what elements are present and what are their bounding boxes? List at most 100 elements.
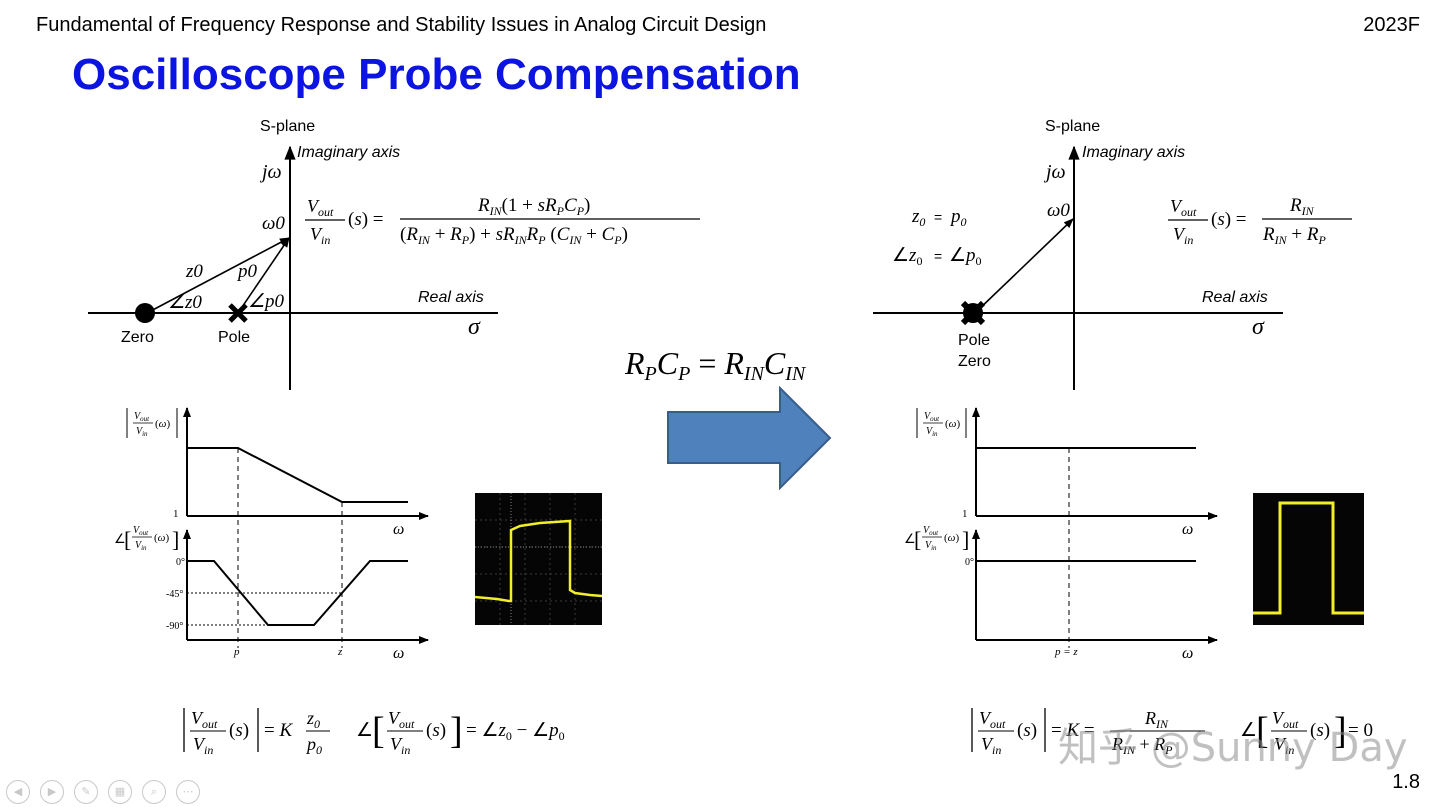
svg-text:Vin: Vin bbox=[310, 224, 330, 247]
left-jw-label: jω bbox=[259, 161, 282, 183]
svg-text:Vout: Vout bbox=[191, 708, 218, 731]
svg-text:Vin: Vin bbox=[193, 734, 213, 757]
svg-text:[: [ bbox=[1256, 710, 1269, 752]
svg-text:Vout: Vout bbox=[923, 525, 939, 537]
left-imag-axis-label: Imaginary axis bbox=[297, 144, 400, 161]
svg-text:= ∠z0 − ∠p0: = ∠z0 − ∠p0 bbox=[466, 720, 565, 743]
svg-text:RPCP = RINCIN: RPCP = RINCIN bbox=[624, 345, 807, 385]
svg-text:=: = bbox=[934, 209, 942, 225]
more-icon[interactable]: ⋯ bbox=[176, 780, 200, 804]
pole-zero-marker bbox=[960, 300, 986, 326]
svg-text:∠: ∠ bbox=[904, 531, 916, 546]
svg-text:Vout: Vout bbox=[134, 411, 150, 423]
svg-text:= K =: = K = bbox=[1051, 720, 1095, 741]
svg-text:Vin: Vin bbox=[981, 734, 1001, 757]
right-sigma-label: σ bbox=[1252, 314, 1265, 340]
zero-label: Zero bbox=[121, 329, 154, 346]
left-phase-tick-45: -45° bbox=[166, 589, 183, 600]
svg-text:∠: ∠ bbox=[1240, 720, 1257, 741]
svg-text:∠: ∠ bbox=[114, 531, 126, 546]
svg-text:(s) =: (s) = bbox=[1211, 209, 1247, 230]
left-s-plane: S-plane Imaginary axis jω Real axis σ ω0… bbox=[88, 118, 498, 390]
compensation-condition: RPCP = RINCIN bbox=[624, 345, 807, 385]
right-mag-omega: ω bbox=[1182, 521, 1193, 538]
right-eq-z0-p0: z0 = p0 bbox=[911, 206, 967, 229]
svg-text:p0: p0 bbox=[949, 206, 967, 229]
svg-text:z0: z0 bbox=[911, 206, 925, 229]
svg-text:Vout: Vout bbox=[979, 708, 1006, 731]
svg-text:(ω): (ω) bbox=[945, 418, 960, 430]
watermark: 知乎 @Sunny Day bbox=[1058, 725, 1408, 771]
slides-icon[interactable]: ▦ bbox=[108, 780, 132, 804]
angle-p0-label: ∠p0 bbox=[248, 291, 285, 312]
left-z0-vector bbox=[146, 237, 290, 314]
svg-text:RIN(1 + sRPCP): RIN(1 + sRPCP) bbox=[477, 195, 590, 218]
zoom-icon[interactable]: ⌕ bbox=[142, 780, 166, 804]
svg-text:Vout: Vout bbox=[924, 411, 940, 423]
right-splane-label: S-plane bbox=[1045, 118, 1100, 135]
svg-text:z0: z0 bbox=[306, 708, 320, 731]
svg-text:= 0: = 0 bbox=[1348, 720, 1373, 741]
svg-text:(s) =: (s) = bbox=[348, 209, 384, 230]
right-mag-axis-label: Vout Vin (ω) bbox=[916, 408, 967, 438]
left-phase-omega: ω bbox=[393, 645, 404, 662]
right-s-plane: S-plane Imaginary axis jω Real axis σ ω0… bbox=[873, 118, 1283, 390]
pole-label: Pole bbox=[218, 329, 250, 346]
svg-text:[: [ bbox=[372, 710, 385, 752]
left-magnitude-plot: Vout Vin (ω) 1 ω bbox=[126, 407, 429, 648]
right-transfer-function: Vout Vin (s) = RIN RIN + RP bbox=[1168, 195, 1352, 247]
left-phase-tick-0: 0° bbox=[176, 557, 185, 568]
pen-icon[interactable]: ✎ bbox=[74, 780, 98, 804]
course-title: Fundamental of Frequency Response and St… bbox=[36, 14, 767, 36]
svg-text:Vout: Vout bbox=[307, 196, 334, 219]
left-mag-tick-1: 1 bbox=[173, 508, 179, 520]
svg-text:]: ] bbox=[962, 527, 969, 552]
year-label: 2023F bbox=[1363, 14, 1420, 36]
right-phase-omega: ω bbox=[1182, 645, 1193, 662]
left-mag-omega: ω bbox=[393, 521, 404, 538]
left-bottom-equations: Vout Vin (s) = K z0 p0 ∠ [ Vout Vin (s) … bbox=[183, 708, 565, 757]
left-mag-curve bbox=[187, 447, 408, 503]
right-mag-tick-1: 1 bbox=[962, 508, 968, 520]
svg-text:]: ] bbox=[172, 527, 179, 552]
right-imag-axis-label: Imaginary axis bbox=[1082, 144, 1185, 161]
svg-text:]: ] bbox=[1334, 710, 1347, 752]
svg-text:Vin: Vin bbox=[926, 426, 938, 438]
svg-text:Vout: Vout bbox=[1170, 196, 1197, 219]
svg-text:Vin: Vin bbox=[136, 426, 148, 438]
svg-text:∠: ∠ bbox=[356, 720, 373, 741]
slide-number: 1.8 bbox=[1392, 771, 1420, 793]
svg-text:(ω): (ω) bbox=[155, 418, 170, 430]
svg-text:Vout: Vout bbox=[133, 525, 149, 537]
scope-trace-right bbox=[1253, 501, 1364, 615]
left-splane-label: S-plane bbox=[260, 118, 315, 135]
nav-forward-icon[interactable]: ▶ bbox=[40, 780, 64, 804]
left-x-tick-p: p bbox=[233, 646, 240, 658]
right-zero-label: Zero bbox=[958, 353, 991, 370]
left-phase-tick-90: -90° bbox=[166, 621, 183, 632]
nav-back-icon[interactable]: ◀ bbox=[6, 780, 30, 804]
svg-text:= K: = K bbox=[264, 720, 293, 741]
left-mag-axis-label: Vout Vin (ω) bbox=[126, 408, 178, 438]
scope-image-left bbox=[474, 493, 603, 625]
right-omega0-label: ω0 bbox=[1047, 200, 1070, 221]
left-transfer-function: Vout Vin (s) = RIN(1 + sRPCP) (RIN + RP)… bbox=[305, 195, 700, 247]
scope-image-right bbox=[1253, 493, 1364, 625]
svg-text:RIN: RIN bbox=[1289, 195, 1315, 218]
left-phase-plot: ∠ [ Vout Vin (ω) ] 0° -45° -90° p z ω bbox=[114, 525, 429, 662]
right-phase-axis-label: ∠ [ Vout Vin (ω) ] bbox=[904, 525, 969, 552]
angle-z0-label: ∠z0 bbox=[168, 292, 202, 313]
svg-text:∠p0: ∠p0 bbox=[949, 245, 982, 268]
left-sigma-label: σ bbox=[468, 314, 481, 340]
left-phase-axis-label: ∠ [ Vout Vin (ω) ] bbox=[114, 525, 179, 552]
svg-text:Vin: Vin bbox=[1173, 224, 1193, 247]
svg-text:(s): (s) bbox=[229, 720, 249, 741]
right-pole-label: Pole bbox=[958, 332, 990, 349]
right-vector bbox=[974, 218, 1074, 314]
right-phase-tick-0: 0° bbox=[965, 557, 974, 568]
svg-text:]: ] bbox=[450, 710, 463, 752]
right-real-axis-label: Real axis bbox=[1202, 289, 1268, 306]
scope-trace-left bbox=[474, 519, 603, 603]
